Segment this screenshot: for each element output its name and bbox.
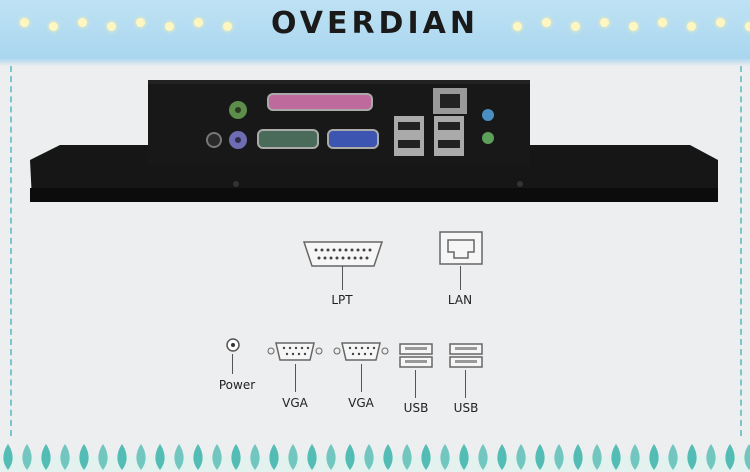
- vga1-label: VGA: [282, 396, 308, 410]
- leaf-ornament: [193, 444, 203, 470]
- lan-port-icon: [439, 231, 483, 265]
- vga-port-photo: [327, 129, 379, 149]
- leaf-ornament: [212, 444, 222, 470]
- audio-blue-port: [482, 109, 494, 121]
- leaf-ornament: [592, 444, 602, 470]
- leaf-ornament: [79, 444, 89, 470]
- header-banner: OVERDIAN: [0, 0, 750, 66]
- lan-leader: [460, 266, 461, 290]
- usb1-label: USB: [403, 401, 429, 415]
- banner-light-dot: [223, 22, 232, 31]
- lpt-port-photo: [267, 93, 373, 111]
- banner-light-dot: [542, 18, 551, 27]
- leaf-ornament: [668, 444, 678, 470]
- banner-light-dot: [658, 18, 667, 27]
- leaf-ornament: [288, 444, 298, 470]
- leaf-ornament: [60, 444, 70, 470]
- leaf-ornament: [554, 444, 564, 470]
- leaf-ornament: [744, 444, 750, 470]
- usb2-leader: [465, 370, 466, 398]
- banner-light-dot: [107, 22, 116, 31]
- banner-light-dot: [513, 22, 522, 31]
- leaf-ornament: [459, 444, 469, 470]
- leaf-ornament: [402, 444, 412, 470]
- leaf-ornament: [611, 444, 621, 470]
- leaf-ornament: [22, 444, 32, 470]
- banner-light-dot: [78, 18, 87, 27]
- banner-light-dot: [165, 22, 174, 31]
- chassis-box: [148, 80, 530, 165]
- leaf-ornament: [516, 444, 526, 470]
- audio-green-port: [482, 132, 494, 144]
- vga-port-icon-1: [267, 342, 323, 361]
- power-leader: [232, 354, 233, 374]
- leaf-ornament: [326, 444, 336, 470]
- banner-lights: [0, 18, 750, 34]
- device-rear-panel-image: [30, 80, 718, 202]
- lpt-leader: [342, 266, 343, 290]
- leaf-ornament: [231, 444, 241, 470]
- banner-light-dot: [629, 22, 638, 31]
- leaf-ornament: [725, 444, 735, 470]
- banner-light-dot: [600, 18, 609, 27]
- usb1-leader: [415, 370, 416, 398]
- leaf-ornament: [687, 444, 697, 470]
- banner-light-dot: [745, 22, 750, 31]
- usb2-label: USB: [453, 401, 479, 415]
- leaf-ornament: [535, 444, 545, 470]
- power-jack-icon: [226, 338, 240, 352]
- leaf-ornament: [421, 444, 431, 470]
- lpt-label: LPT: [331, 293, 353, 307]
- vga2-leader: [361, 364, 362, 392]
- leaf-ornament: [649, 444, 659, 470]
- leaf-ornament: [383, 444, 393, 470]
- lan-label: LAN: [447, 293, 473, 307]
- content-frame: [10, 66, 742, 436]
- banner-light-dot: [194, 18, 203, 27]
- vga1-leader: [295, 364, 296, 392]
- leaf-ornament: [98, 444, 108, 470]
- leaf-ornament: [3, 444, 13, 470]
- leaf-ornament: [630, 444, 640, 470]
- banner-light-dot: [49, 22, 58, 31]
- leaf-ornament: [573, 444, 583, 470]
- leaf-ornament: [364, 444, 374, 470]
- leaf-ornament: [478, 444, 488, 470]
- vga-port-icon-2: [333, 342, 389, 361]
- banner-light-dot: [571, 22, 580, 31]
- leaf-ornament: [440, 444, 450, 470]
- leaf-ornament: [117, 444, 127, 470]
- leaf-ornament: [250, 444, 260, 470]
- banner-fade: [0, 58, 750, 66]
- serial-port-photo: [257, 129, 319, 149]
- power-label: Power: [218, 378, 256, 392]
- usb-port-icon-1: [399, 343, 433, 368]
- banner-light-dot: [716, 18, 725, 27]
- banner-light-dot: [687, 22, 696, 31]
- banner-light-dot: [136, 18, 145, 27]
- usb-port-icon-2: [449, 343, 483, 368]
- leaf-ornament: [41, 444, 51, 470]
- leaf-ornament: [155, 444, 165, 470]
- banner-light-dot: [20, 18, 29, 27]
- leaf-ornament: [497, 444, 507, 470]
- lpt-port-icon: [302, 241, 384, 267]
- leaf-ornament: [269, 444, 279, 470]
- leaf-ornament: [136, 444, 146, 470]
- brand-logo: OVERDIAN: [271, 6, 479, 41]
- leaf-ornament: [345, 444, 355, 470]
- leaf-ornament: [706, 444, 716, 470]
- power-jack: [206, 132, 222, 148]
- vga2-label: VGA: [348, 396, 374, 410]
- leaf-border: [0, 444, 750, 472]
- leaf-ornament: [307, 444, 317, 470]
- leaf-ornament: [174, 444, 184, 470]
